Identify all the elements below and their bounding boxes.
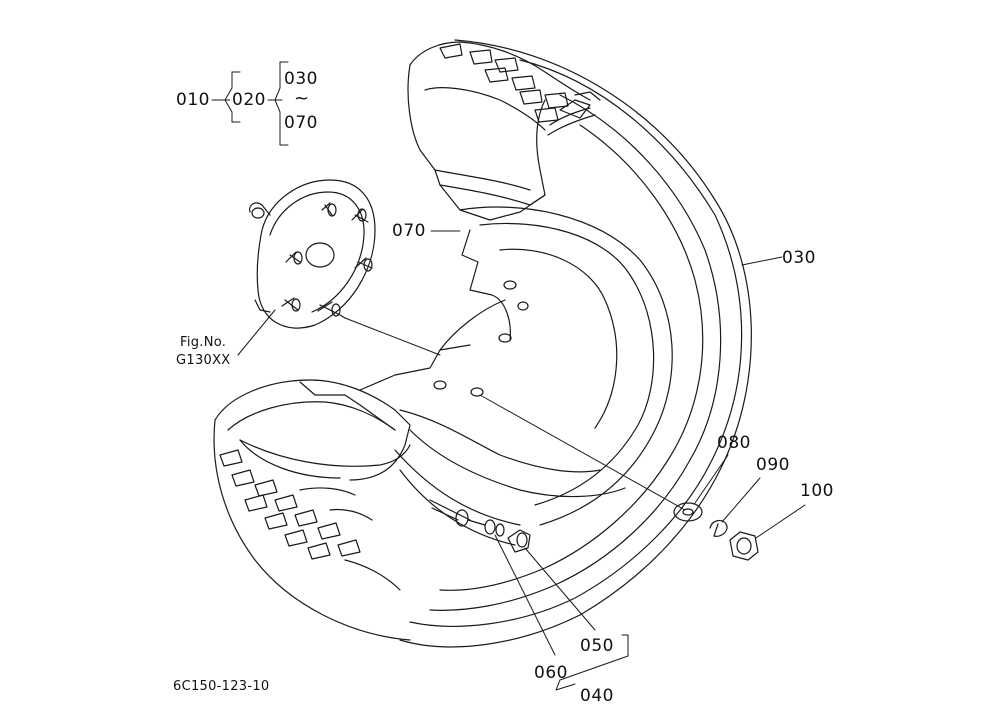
valve-and-hardware — [429, 499, 759, 561]
rim-disc — [359, 206, 673, 546]
fig-ref-line1: Fig.No. — [180, 335, 227, 350]
part-number-090: 090 — [756, 455, 790, 475]
part-number-020: 020 — [232, 90, 266, 110]
leader-lines — [211, 61, 806, 691]
part-number-070-range-end: 070 — [284, 113, 318, 133]
part-number-030-range-start: 030 — [284, 69, 318, 89]
part-number-030: 030 — [782, 248, 816, 268]
figure-code: 6C150-123-10 — [173, 679, 270, 694]
range-tilde: ~ — [294, 88, 310, 109]
part-number-050: 050 — [580, 636, 614, 656]
part-number-070: 070 — [392, 221, 426, 241]
fig-ref-line2: G130XX — [176, 353, 231, 368]
part-number-060: 060 — [534, 663, 568, 683]
hub — [249, 179, 376, 329]
part-number-010: 010 — [176, 90, 210, 110]
washer-shape — [673, 502, 703, 522]
part-number-080: 080 — [717, 433, 751, 453]
part-number-100: 100 — [800, 481, 834, 501]
tire-outline — [213, 39, 752, 648]
part-number-040: 040 — [580, 686, 614, 706]
